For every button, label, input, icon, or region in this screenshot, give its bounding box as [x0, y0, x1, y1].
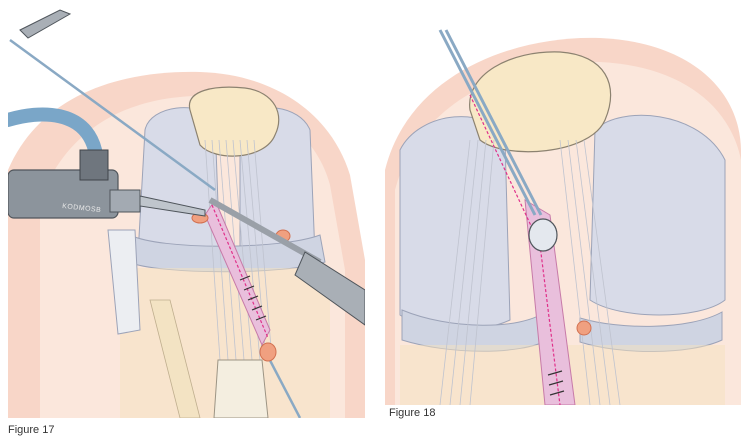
- suture-line: [211, 204, 269, 339]
- figure-18-illustration: [385, 29, 741, 405]
- fixation-button: [528, 218, 558, 252]
- scope-cable: [8, 107, 102, 177]
- grasper-tip: [19, 9, 72, 39]
- femur-bone: [188, 86, 280, 157]
- guide-wire: [438, 29, 537, 216]
- graft: [524, 199, 576, 405]
- figure-17-illustration: KODMOSB: [8, 9, 365, 418]
- tibial-tunnel-stump: [213, 359, 269, 418]
- guide-wire-upper: [9, 38, 216, 192]
- tunnel-marker-3: [259, 342, 277, 362]
- whipstitch: [239, 275, 267, 321]
- arthroscope: KODMOSB: [8, 149, 206, 219]
- tunnel-marker: [576, 320, 592, 336]
- femur-bone: [469, 51, 612, 153]
- ligament-fibers: [439, 139, 621, 405]
- figure-17-caption: Figure 17: [8, 424, 55, 436]
- fibula: [149, 299, 201, 418]
- femoral-condyle-right: [589, 114, 726, 316]
- figure-18-caption: Figure 18: [389, 407, 436, 419]
- tendon-strip: [107, 229, 141, 335]
- guide-wire-2: [444, 29, 543, 216]
- scope-brand-label: KODMOSB: [62, 203, 102, 214]
- insertion-instrument: [208, 197, 365, 326]
- whipstitch: [547, 370, 565, 396]
